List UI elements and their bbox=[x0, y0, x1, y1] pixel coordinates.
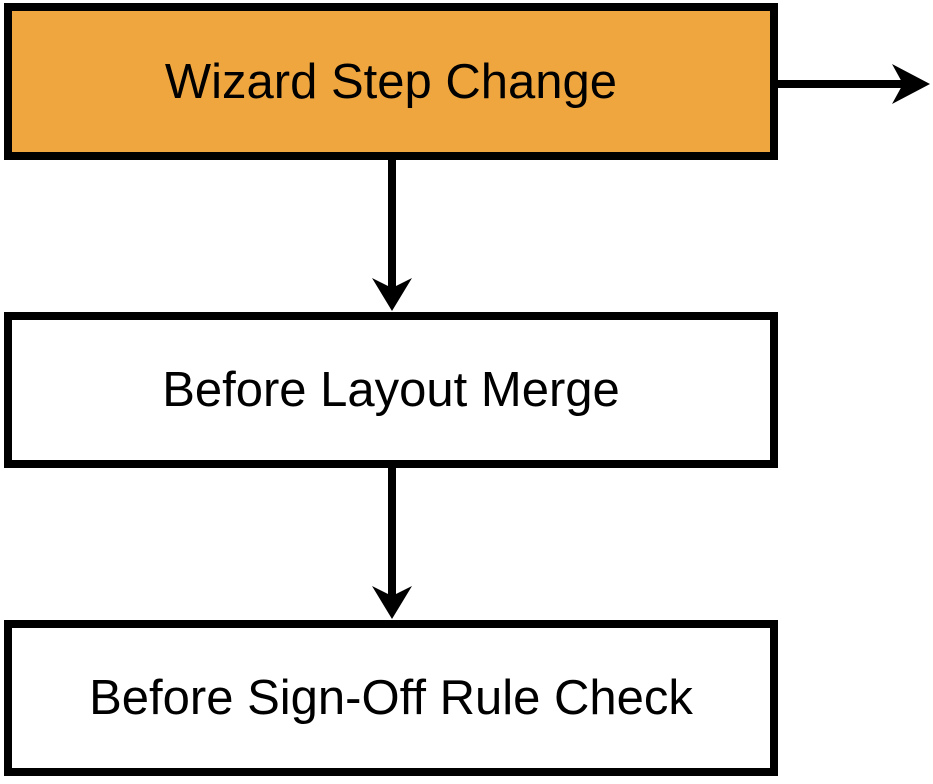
arrow-right-from-wizard-step-change bbox=[776, 64, 930, 104]
node-before-sign-off-rule-check: Before Sign-Off Rule Check bbox=[4, 620, 778, 776]
arrow-down-to-before-sign-off-rule-check bbox=[372, 466, 412, 619]
node-label: Wizard Step Change bbox=[164, 54, 618, 109]
arrowhead-right-icon bbox=[892, 64, 930, 104]
arrowhead-down-icon bbox=[372, 278, 412, 311]
node-before-layout-merge: Before Layout Merge bbox=[4, 312, 778, 468]
node-wizard-step-change: Wizard Step Change bbox=[4, 3, 778, 160]
node-label: Before Sign-Off Rule Check bbox=[89, 671, 693, 725]
node-label: Before Layout Merge bbox=[162, 363, 620, 417]
arrowhead-down-icon bbox=[372, 586, 412, 619]
arrow-down-to-before-layout-merge bbox=[372, 158, 412, 311]
